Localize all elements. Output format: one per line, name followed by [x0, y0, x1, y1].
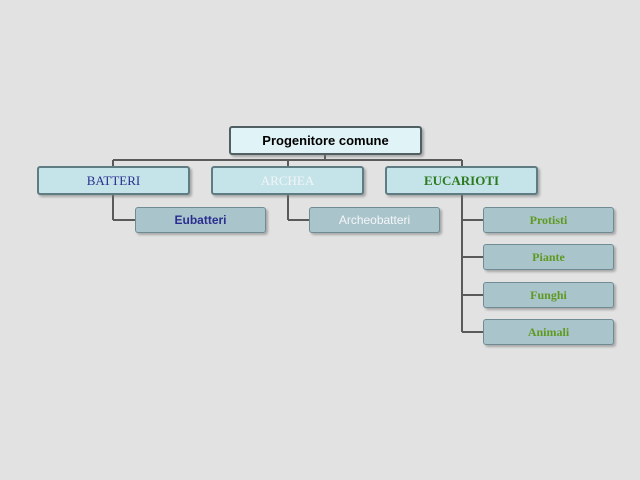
domain-node-archea: ARCHEA	[211, 166, 364, 195]
child-node-protisti: Protisti	[483, 207, 614, 233]
domain-node-eucarioti: EUCARIOTI	[385, 166, 538, 195]
child-node-eubatteri: Eubatteri	[135, 207, 266, 233]
domain-node-batteri: BATTERI	[37, 166, 190, 195]
child-node-funghi: Funghi	[483, 282, 614, 308]
root-node-progenitore-comune: Progenitore comune	[229, 126, 422, 155]
child-node-archeobatteri: Archeobatteri	[309, 207, 440, 233]
child-node-animali: Animali	[483, 319, 614, 345]
child-node-piante: Piante	[483, 244, 614, 270]
